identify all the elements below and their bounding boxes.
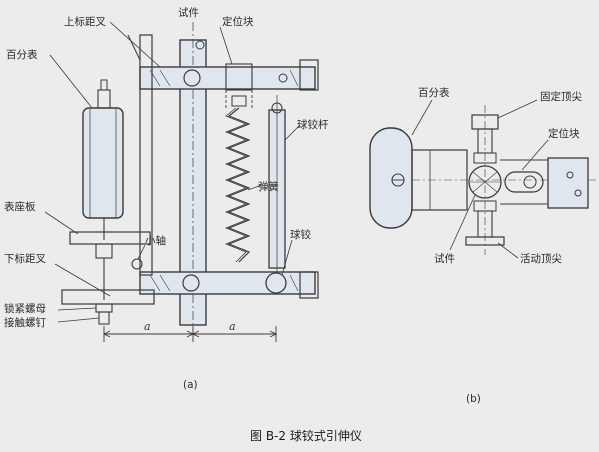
label-contact-screw: 接触螺钉 <box>4 316 46 329</box>
label-lower-gauge-fork: 下标距叉 <box>4 253 46 265</box>
panel-a-drawing <box>44 21 319 342</box>
label-dial-gauge-a: 百分表 <box>6 48 38 61</box>
label-spring: 弹簧 <box>258 180 279 193</box>
label-upper-gauge-fork: 上标距叉 <box>64 16 106 28</box>
upper-gauge-fork <box>139 66 316 90</box>
label-locating-block-b: 定位块 <box>548 127 580 140</box>
label-gauge-seat-plate: 表座板 <box>4 200 36 213</box>
label-locating-block-a: 定位块 <box>222 15 254 28</box>
dial-gauge-body <box>82 107 124 219</box>
spring <box>227 107 251 263</box>
movable-tip <box>465 236 505 246</box>
contact-screw <box>98 311 110 325</box>
locating-block-b <box>504 171 544 193</box>
label-dial-gauge-b: 百分表 <box>418 86 450 99</box>
panel-b-label: (b) <box>466 393 481 405</box>
small-shaft <box>131 258 143 270</box>
dimension-a-left: a <box>144 320 151 333</box>
label-ball-joint: 球铰 <box>290 228 311 241</box>
label-lock-nut: 锁紧螺母 <box>4 302 46 315</box>
label-specimen-a: 试件 <box>178 7 199 19</box>
label-small-shaft: 小轴 <box>145 234 166 247</box>
label-specimen-b: 试件 <box>434 253 455 265</box>
gauge-seat-plate <box>69 231 151 245</box>
panel-b-drawing <box>369 99 599 259</box>
ball-joint <box>265 272 287 294</box>
panel-a-label: (a) <box>183 379 198 391</box>
dial-gauge-b <box>369 127 413 229</box>
dimension-a-right: a <box>229 320 236 333</box>
label-movable-tip: 活动顶尖 <box>520 252 562 265</box>
lock-nut <box>95 303 113 313</box>
label-ball-joint-rod: 球铰杆 <box>297 118 329 131</box>
lower-gauge-fork <box>139 271 316 295</box>
figure-caption: 图 B-2 球铰式引伸仪 <box>250 428 362 443</box>
label-fixed-tip: 固定顶尖 <box>540 90 582 103</box>
